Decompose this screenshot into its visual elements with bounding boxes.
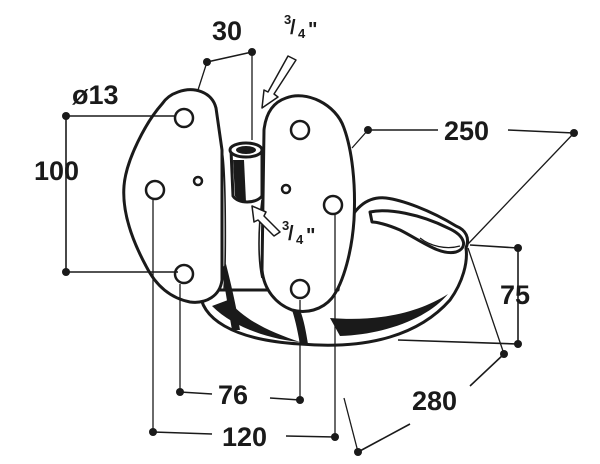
- label-30: 30: [212, 16, 242, 46]
- hole-left-middle: [144, 179, 166, 201]
- left-leg: [222, 264, 240, 330]
- hole-left-small: [192, 175, 204, 187]
- fraction-inch: ": [306, 225, 315, 247]
- dim-dot: [570, 129, 578, 137]
- pipe-opening: [236, 146, 256, 154]
- label-thread-top: 3 / 4 ": [284, 12, 317, 41]
- dim-dot: [149, 428, 157, 436]
- hole-left-bottom: [173, 263, 195, 285]
- pipe-shade: [233, 160, 246, 202]
- dim-ext-75-top: [469, 244, 519, 249]
- fraction-denominator: 4: [298, 26, 306, 41]
- dim-dot: [364, 126, 372, 134]
- thread-arrow-top: [261, 55, 297, 109]
- dim-dot: [514, 340, 522, 348]
- hole-right-top: [289, 119, 311, 141]
- dim-ext-280-left: [343, 397, 359, 453]
- dim-dot: [248, 48, 256, 56]
- label-diameter: ø13: [72, 80, 119, 110]
- bowl-body: [198, 196, 470, 347]
- dim-ext-280-right: [467, 247, 505, 355]
- dim-dot: [331, 433, 339, 441]
- fraction-denominator: 4: [296, 232, 304, 247]
- fraction-inch: ": [308, 19, 317, 41]
- dim-ext-250-left: [351, 129, 369, 149]
- dim-dot: [354, 448, 362, 456]
- fraction-numerator: 3: [284, 12, 291, 27]
- dim-ext-30-left: [197, 61, 208, 91]
- hole-left-top: [173, 107, 195, 129]
- hole-right-middle: [322, 194, 344, 216]
- fraction-numerator: 3: [282, 218, 289, 233]
- dim-dot: [514, 244, 522, 252]
- label-thread-bottom: 3 / 4 ": [282, 218, 315, 247]
- fraction-slash: /: [290, 17, 296, 39]
- dim-dot: [296, 396, 304, 404]
- dim-line-76-left: [179, 391, 213, 395]
- thread-arrow-bottom: [251, 205, 281, 237]
- left-mounting-plate: [122, 88, 224, 304]
- dim-line-280-left: [357, 423, 411, 453]
- dim-ext-75-bottom: [397, 339, 519, 345]
- dim-line-76-right: [269, 397, 301, 401]
- dim-line-250-right: [507, 129, 575, 134]
- dim-dot: [203, 58, 211, 66]
- dim-dot: [176, 388, 184, 396]
- dim-line-120-right: [285, 435, 336, 438]
- dim-line-30: [206, 51, 253, 63]
- label-100: 100: [34, 156, 79, 186]
- right-plate-flange: [258, 199, 263, 279]
- dim-line-280-right: [469, 353, 505, 387]
- dim-ext-250-right: [467, 132, 575, 245]
- dim-line-120-left: [152, 431, 213, 435]
- label-120: 120: [222, 422, 267, 452]
- bowl-rim: [368, 209, 465, 255]
- label-250: 250: [444, 116, 489, 146]
- bowl-shadow-right: [330, 294, 448, 336]
- fraction-slash: /: [288, 223, 294, 245]
- dim-dot: [62, 268, 70, 276]
- hole-right-bottom: [289, 278, 311, 300]
- dim-dot: [500, 350, 508, 358]
- hole-right-small: [280, 183, 292, 195]
- bowl-lip-line: [419, 237, 461, 249]
- label-75: 75: [500, 280, 530, 310]
- label-280: 280: [412, 386, 457, 416]
- label-76: 76: [218, 380, 248, 410]
